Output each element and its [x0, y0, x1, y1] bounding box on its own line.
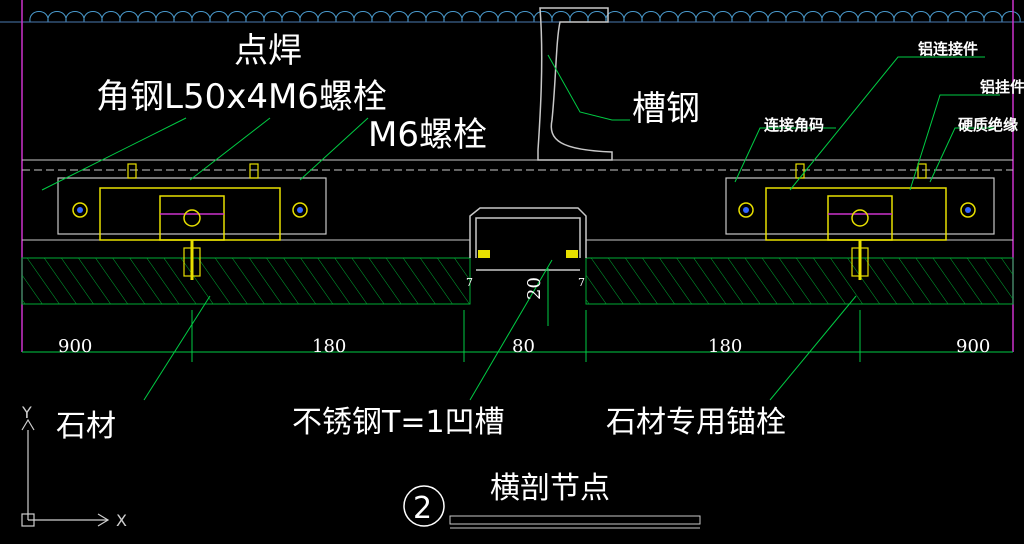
insulation-wave — [425, 11, 445, 23]
insulation-wave — [389, 11, 409, 23]
insulation-wave-strip — [29, 11, 1021, 23]
insulation-wave — [839, 11, 859, 23]
insulation-wave — [353, 11, 373, 23]
insulation-wave — [821, 11, 841, 23]
label-ss-groove: 不锈钢T=1凹槽 — [292, 405, 505, 440]
insulation-wave — [263, 11, 283, 23]
insulation-wave — [731, 11, 751, 23]
dim-900-right: 900 — [956, 336, 990, 357]
insulation-wave — [641, 11, 661, 23]
insulation-wave — [29, 11, 49, 23]
insulation-wave — [713, 11, 733, 23]
stone-panel-right — [585, 257, 1014, 305]
insulation-wave — [785, 11, 805, 23]
detail-number: 2 — [413, 491, 432, 526]
dim-80: 80 — [512, 336, 535, 357]
insulation-wave — [623, 11, 643, 23]
insulation-wave — [443, 11, 463, 23]
insulation-wave — [317, 11, 337, 23]
insulation-wave — [983, 11, 1003, 23]
insulation-wave — [173, 11, 193, 23]
insulation-wave — [875, 11, 895, 23]
stone-panel-left — [21, 257, 471, 305]
ss-groove-fill-right — [566, 250, 578, 258]
insulation-wave — [929, 11, 949, 23]
dim-180-left: 180 — [312, 336, 346, 357]
insulation-wave — [101, 11, 121, 23]
insulation-wave — [857, 11, 877, 23]
insulation-wave — [227, 11, 247, 23]
insulation-wave — [209, 11, 229, 23]
label-angle-steel: 角钢L50x4M6螺栓 — [96, 77, 387, 117]
insulation-wave — [587, 11, 607, 23]
ss-groove-fill-left — [478, 250, 490, 258]
ucs-axis-icon — [21, 418, 110, 527]
insulation-wave — [281, 11, 301, 23]
insulation-wave — [119, 11, 139, 23]
insulation-wave — [65, 11, 85, 23]
label-m6-bolt: M6螺栓 — [368, 115, 487, 155]
dim-180-right: 180 — [708, 336, 742, 357]
dimension-line — [22, 268, 1013, 362]
bracket-assembly-right — [725, 163, 995, 280]
insulation-wave — [155, 11, 175, 23]
insulation-wave — [767, 11, 787, 23]
label-weld: 点焊 — [234, 31, 302, 71]
insulation-wave — [335, 11, 355, 23]
insulation-wave — [695, 11, 715, 23]
axis-y-label: Y — [21, 403, 32, 422]
insulation-wave — [1001, 11, 1021, 23]
label-connector: 铝连接件 — [918, 40, 978, 58]
detail-number-circle — [403, 485, 445, 527]
bracket-assembly-left — [57, 163, 327, 280]
insulation-wave — [893, 11, 913, 23]
insulation-wave — [47, 11, 67, 23]
label-connect-angle: 连接角码 — [764, 116, 824, 134]
title-underline — [449, 515, 701, 525]
insulation-wave — [299, 11, 319, 23]
label-hanger: 铝挂件 — [980, 78, 1024, 96]
insulation-wave — [749, 11, 769, 23]
axis-x-label: X — [116, 511, 127, 530]
insulation-wave — [191, 11, 211, 23]
label-channel-steel: 槽钢 — [632, 89, 700, 129]
insulation-wave — [947, 11, 967, 23]
insulation-wave — [911, 11, 931, 23]
dim-900-left: 900 — [58, 336, 92, 357]
insulation-wave — [461, 11, 481, 23]
insulation-wave — [569, 11, 589, 23]
channel-steel-profile — [537, 7, 613, 161]
label-hard-insulation: 硬质绝缘 — [958, 116, 1018, 134]
insulation-wave — [137, 11, 157, 23]
label-section-title: 横剖节点 — [490, 471, 610, 506]
insulation-wave — [407, 11, 427, 23]
label-stone: 石材 — [56, 409, 116, 444]
insulation-wave — [677, 11, 697, 23]
dim-gap-left: 7 — [466, 276, 473, 289]
insulation-wave — [515, 11, 535, 23]
insulation-wave — [479, 11, 499, 23]
insulation-wave — [245, 11, 265, 23]
label-stone-anchor: 石材专用锚栓 — [606, 405, 786, 440]
dim-gap-right: 7 — [578, 276, 585, 289]
dim-20-vertical: 20 — [524, 277, 545, 300]
ss-groove — [469, 207, 587, 271]
insulation-wave — [497, 11, 517, 23]
insulation-wave — [803, 11, 823, 23]
leader-lines — [41, 54, 1000, 401]
insulation-wave — [83, 11, 103, 23]
insulation-wave — [965, 11, 985, 23]
insulation-wave — [533, 11, 553, 23]
insulation-wave — [551, 11, 571, 23]
insulation-wave — [659, 11, 679, 23]
insulation-wave — [371, 11, 391, 23]
